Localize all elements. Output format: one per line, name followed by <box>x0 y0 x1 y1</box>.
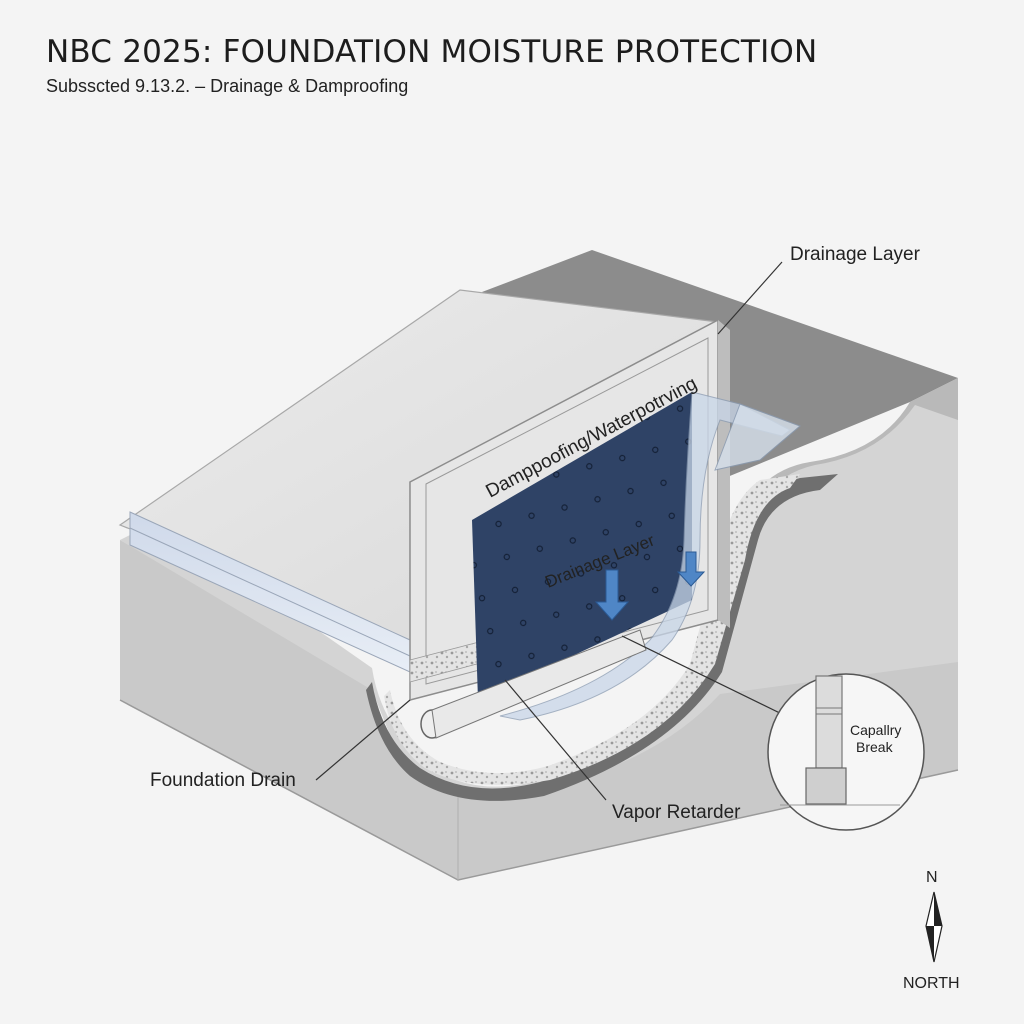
capillary-break-label-2: Break <box>856 739 894 755</box>
foundation-drain-leader <box>315 699 411 781</box>
drainage-layer-leader <box>717 261 783 335</box>
gravel-bed <box>384 474 800 785</box>
base-slab-top <box>120 405 958 795</box>
page-subtitle: Subsscted 9.13.2. – Drainage & Damproofi… <box>46 76 409 96</box>
compass-n-letter: N <box>926 869 938 886</box>
drainage-layer-label: Drainage Layer <box>790 244 921 265</box>
foundation-drain-label: Foundation Drain <box>150 770 296 791</box>
vapor-retarder-label: Vapor Retarder <box>612 802 741 823</box>
capillary-break-label-1: Capallry <box>850 722 901 738</box>
capillary-leader <box>621 635 791 719</box>
vapor-retarder-leader <box>504 679 607 801</box>
trench-liner <box>366 474 838 801</box>
detail-footing <box>805 767 847 805</box>
detail-wall <box>815 675 843 769</box>
detail-circle <box>767 673 925 831</box>
drain-pipe <box>431 629 647 739</box>
page-title: NBC 2025: FOUNDATION MOISTURE PROTECTION <box>46 34 818 70</box>
flow-arrow-right <box>676 551 706 587</box>
base-slab-front <box>120 540 958 880</box>
compass-label: NORTH <box>903 975 960 992</box>
flow-arrow-left <box>594 569 630 621</box>
